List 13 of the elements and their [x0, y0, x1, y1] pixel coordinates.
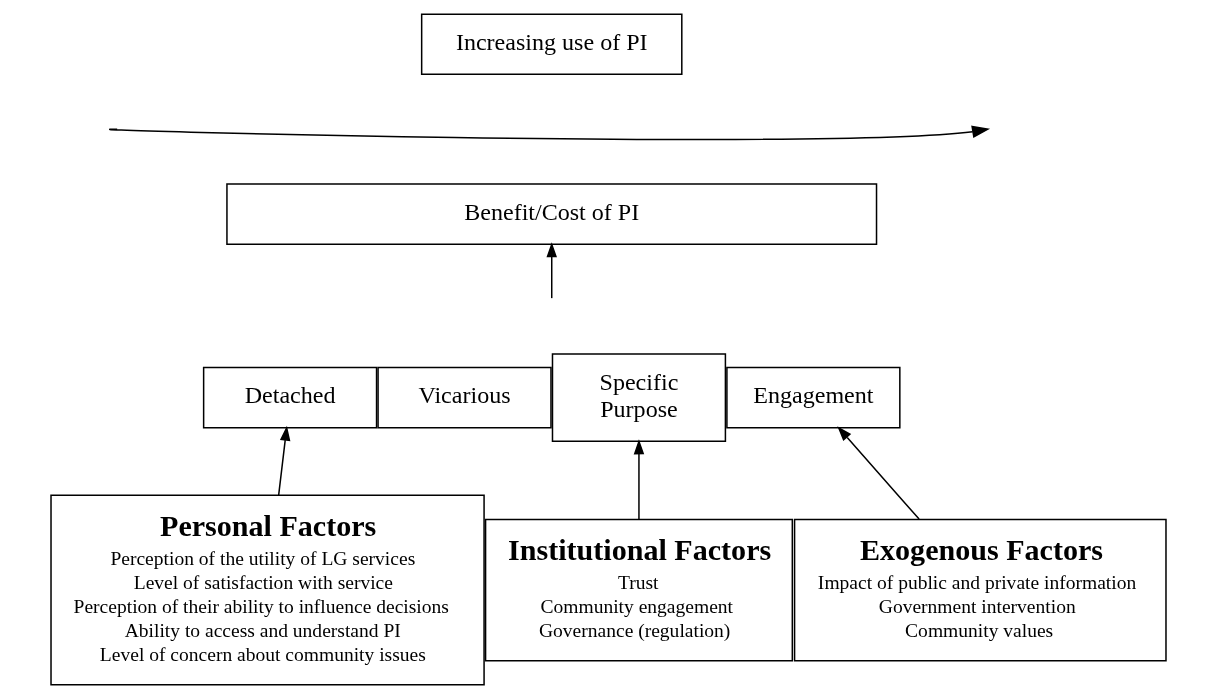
- node-box: Engagement: [725, 366, 901, 429]
- node-box: Increasing use of PI: [420, 13, 683, 76]
- node-box: Specific Purpose: [551, 353, 726, 442]
- node-box: Personal Factors Perception of the utility of LG services Level of satisfaction with service Perception of their ability to influence decisions Ability to access and understand PI Level of concern about community issues: [49, 494, 485, 686]
- arrow: [545, 242, 557, 299]
- arrow: [836, 426, 920, 520]
- node-box: Benefit/Cost of PI: [225, 183, 877, 245]
- node-box: Exogenous Factors Impact of public and private information Government intervention Community values: [793, 518, 1167, 662]
- node-box: Detached: [202, 366, 377, 429]
- node-box: Institutional Factors Trust Community engagement Governance (regulation): [484, 518, 793, 662]
- arrow: [633, 439, 644, 520]
- node-box: Vicarious: [376, 366, 552, 429]
- arrow: [277, 425, 290, 496]
